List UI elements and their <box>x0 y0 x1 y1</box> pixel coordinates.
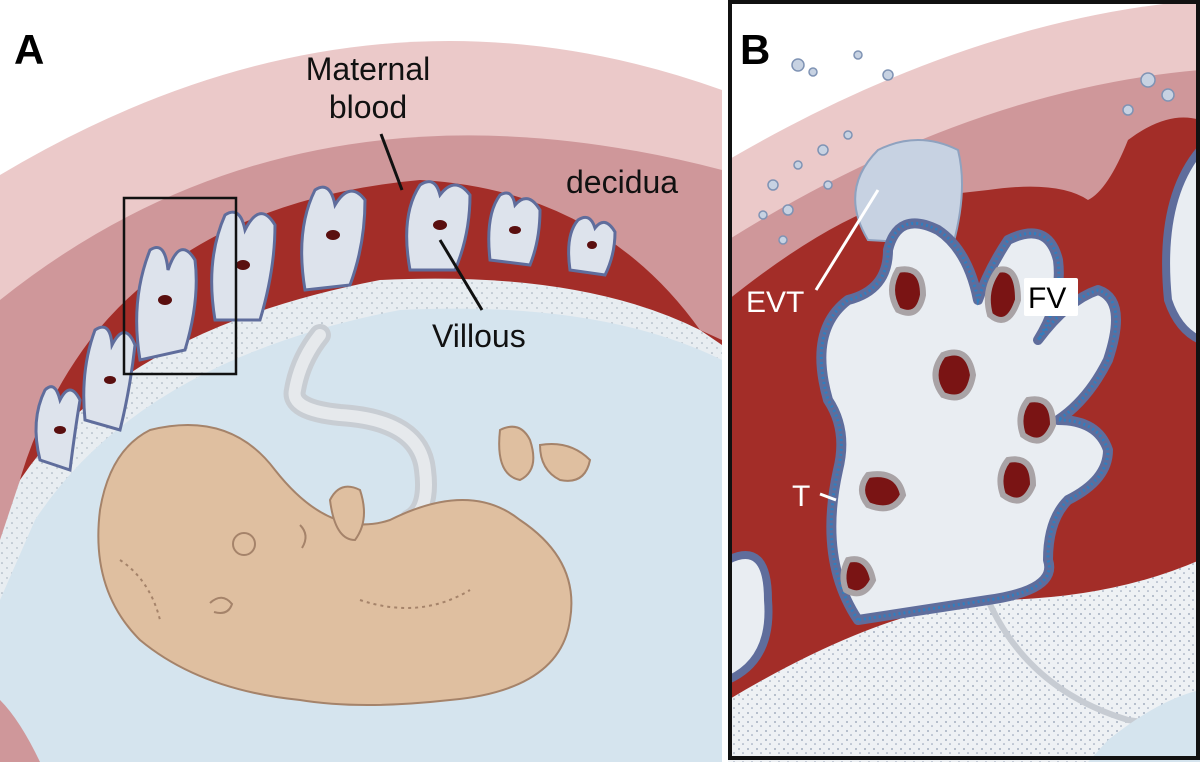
panel-a-letter: A <box>14 26 44 73</box>
panel-b-letter: B <box>740 26 770 73</box>
panel-b-illustration: B EVT FV T <box>728 0 1200 762</box>
maternal-blood-label-line2: blood <box>329 89 407 125</box>
decidua-label: decidua <box>566 164 678 200</box>
villous-label: Villous <box>432 318 526 354</box>
t-label: T <box>792 480 810 513</box>
fv-label: FV <box>1028 282 1066 315</box>
maternal-blood-label-line1: Maternal <box>306 51 431 87</box>
panel-a: A Maternal blood decidua Villous <box>0 0 722 762</box>
panel-b: B EVT FV T <box>728 0 1200 762</box>
evt-label: EVT <box>746 286 804 319</box>
panel-a-illustration: A Maternal blood decidua Villous <box>0 0 722 762</box>
